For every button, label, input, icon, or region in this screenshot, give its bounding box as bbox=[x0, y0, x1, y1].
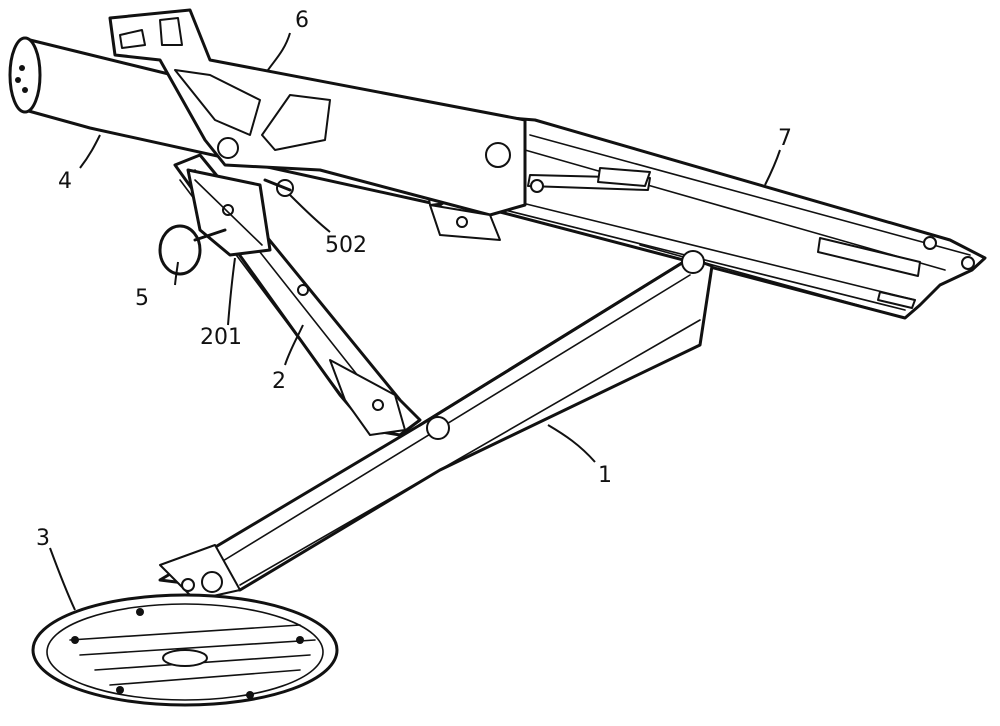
screw bbox=[265, 180, 293, 196]
label-201: 201 bbox=[200, 325, 242, 350]
label-5: 5 bbox=[135, 286, 149, 311]
knob bbox=[160, 226, 225, 274]
label-502: 502 bbox=[325, 233, 367, 258]
label-3: 3 bbox=[36, 526, 50, 551]
label-7: 7 bbox=[778, 126, 792, 151]
leg-strut bbox=[160, 251, 712, 600]
label-2: 2 bbox=[272, 369, 286, 394]
foot-pad bbox=[33, 595, 337, 705]
label-6: 6 bbox=[295, 8, 309, 33]
slide-rail bbox=[500, 118, 985, 318]
label-4: 4 bbox=[58, 169, 72, 194]
label-1: 1 bbox=[598, 463, 612, 488]
